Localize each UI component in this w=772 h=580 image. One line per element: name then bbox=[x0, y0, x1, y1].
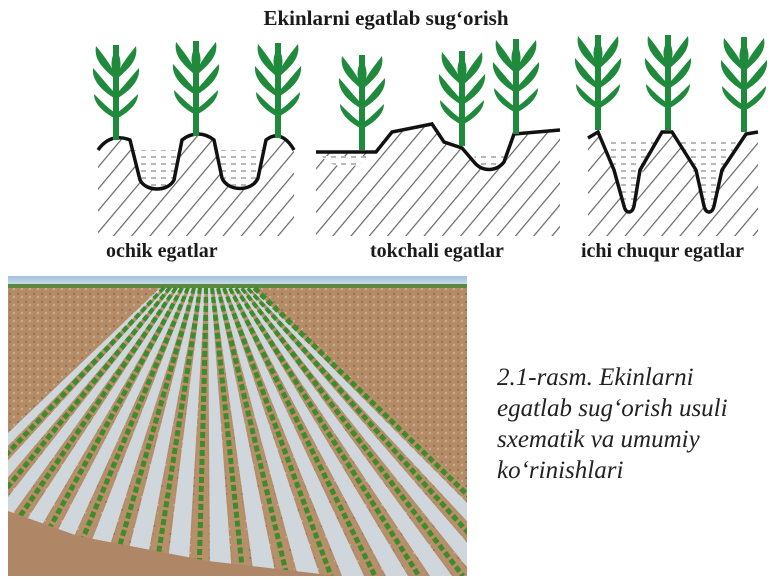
figure-caption: 2.1-rasm. Ekinlarni egatlab sug‘orish us… bbox=[497, 362, 772, 486]
caption-line: egatlab sug‘orish usuli bbox=[497, 393, 772, 424]
diagram-panel-open-furrows bbox=[93, 41, 301, 236]
diagram-panel-deep-furrows bbox=[575, 35, 767, 236]
panel-label-deep: ichi chuqur egatlar bbox=[581, 240, 744, 263]
diagram-panel-shelf-furrows bbox=[316, 39, 560, 236]
field-photo bbox=[8, 276, 467, 576]
panel-label-shelf: tokchali egatlar bbox=[370, 240, 504, 263]
caption-line: ko‘rinishlari bbox=[497, 455, 772, 486]
furrow-diagram bbox=[84, 28, 772, 238]
caption-line: sxematik va umumiy bbox=[497, 424, 772, 455]
caption-line: 2.1-rasm. Ekinlarni bbox=[497, 362, 772, 393]
panel-label-open: ochik egatlar bbox=[106, 240, 218, 263]
